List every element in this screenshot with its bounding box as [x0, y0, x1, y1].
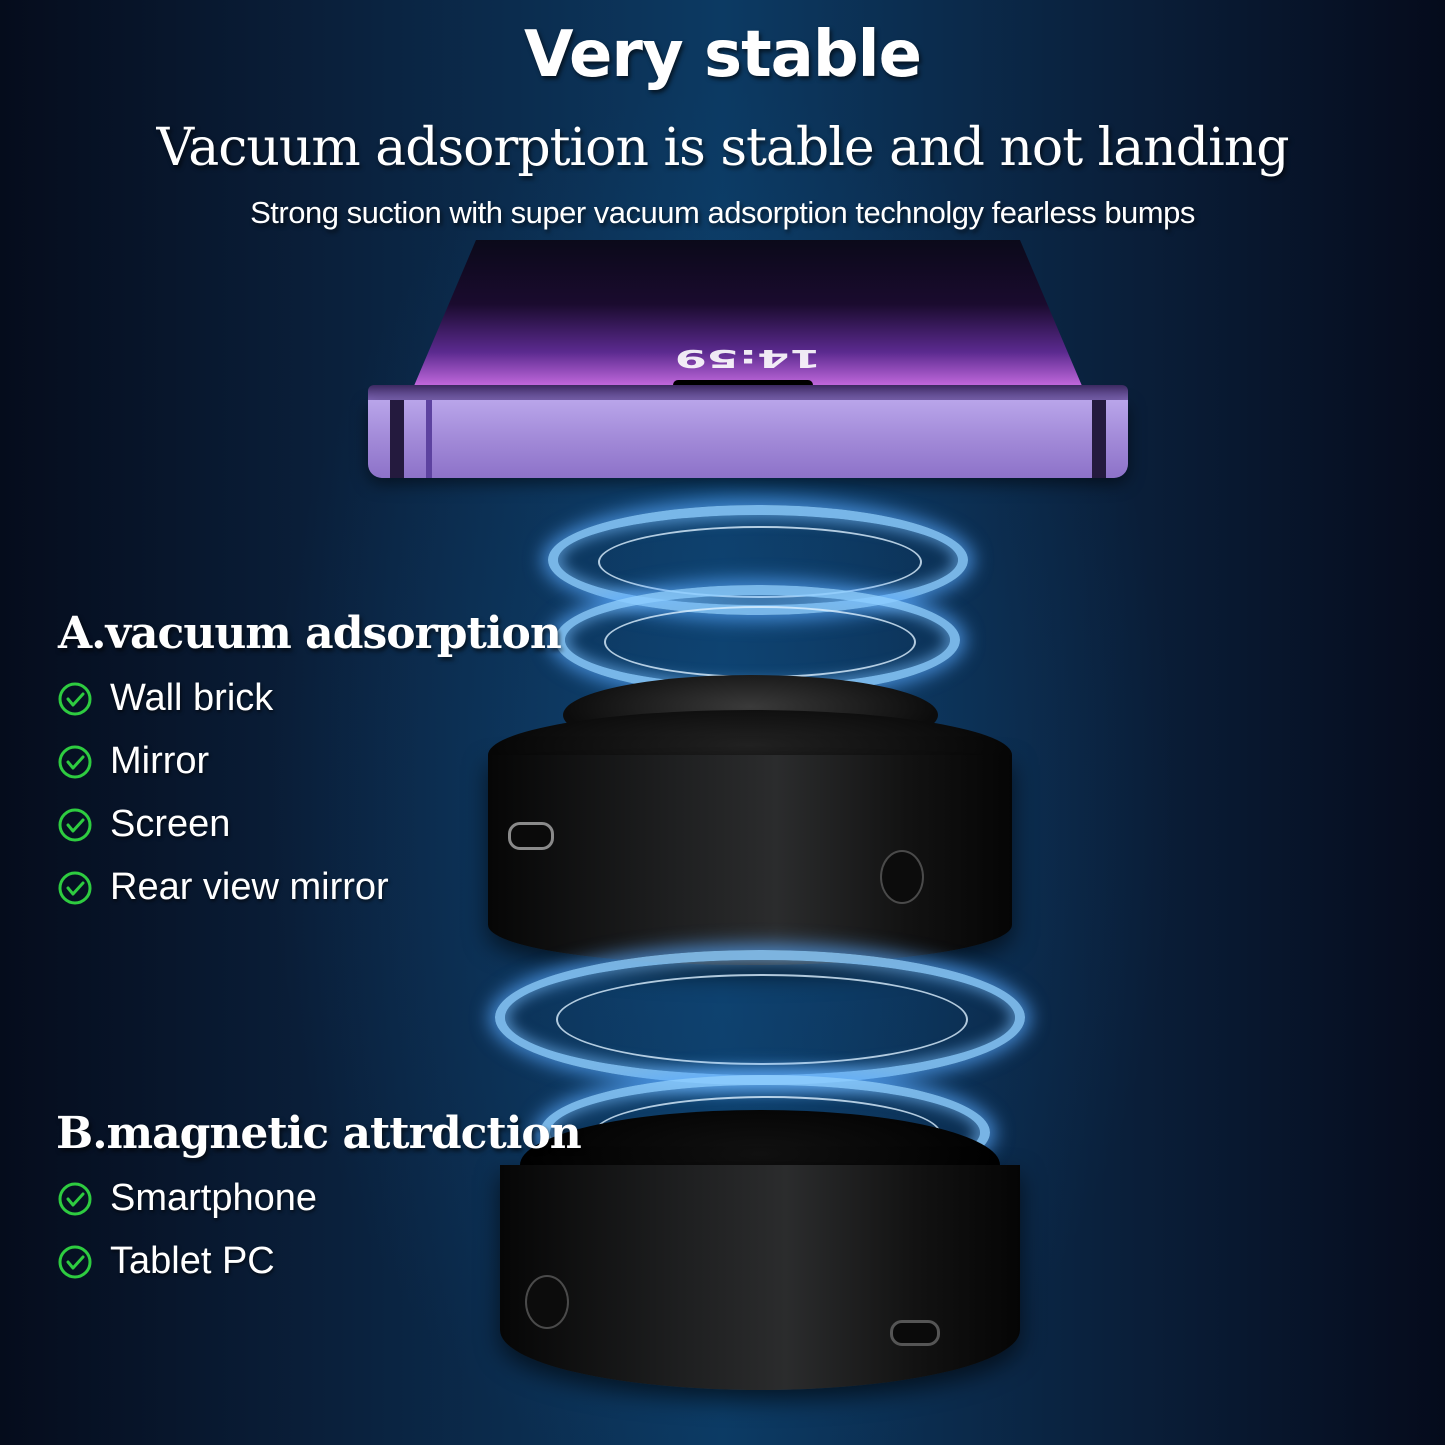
- power-button-icon: [525, 1275, 569, 1329]
- list-item: Smartphone: [58, 1167, 317, 1230]
- usb-c-port-icon: [508, 822, 554, 850]
- check-circle-icon: [58, 1245, 92, 1278]
- phone-edge: [368, 400, 1128, 478]
- feature-label: Tablet PC: [110, 1240, 275, 1282]
- feature-a-title: A.vacuum adsorption: [58, 608, 562, 659]
- feature-label: Wall brick: [110, 677, 274, 719]
- magnetic-mount-device: [500, 1110, 1020, 1410]
- feature-b-list: Smartphone Tablet PC: [58, 1167, 317, 1293]
- phone-screen: [408, 240, 1088, 400]
- list-item: Mirror: [58, 730, 389, 793]
- vacuum-mount-device: [488, 660, 1012, 970]
- check-circle-icon: [58, 808, 92, 841]
- check-circle-icon: [58, 682, 92, 715]
- smartphone-image: 14:59: [368, 240, 1128, 490]
- check-circle-icon: [58, 871, 92, 904]
- phone-rim: [368, 385, 1128, 403]
- feature-a-list: Wall brick Mirror Screen Rear view mirro…: [58, 667, 389, 919]
- feature-label: Mirror: [110, 740, 210, 782]
- feature-label: Smartphone: [110, 1177, 318, 1219]
- feature-label: Rear view mirror: [110, 866, 389, 908]
- glow-ring-icon: [495, 950, 1025, 1085]
- phone-clock: 14:59: [674, 344, 822, 374]
- feature-b-title: B.magnetic attrdction: [56, 1108, 582, 1159]
- usb-c-port-icon: [890, 1320, 940, 1346]
- power-button-icon: [880, 850, 924, 904]
- check-circle-icon: [58, 745, 92, 778]
- list-item: Screen: [58, 793, 389, 856]
- page-subtitle: Vacuum adsorption is stable and not land…: [156, 118, 1289, 178]
- list-item: Rear view mirror: [58, 856, 389, 919]
- feature-label: Screen: [110, 803, 231, 845]
- page-description: Strong suction with super vacuum adsorpt…: [250, 195, 1195, 230]
- page-title: Very stable: [523, 18, 922, 92]
- list-item: Tablet PC: [58, 1230, 317, 1293]
- list-item: Wall brick: [58, 667, 389, 730]
- check-circle-icon: [58, 1182, 92, 1215]
